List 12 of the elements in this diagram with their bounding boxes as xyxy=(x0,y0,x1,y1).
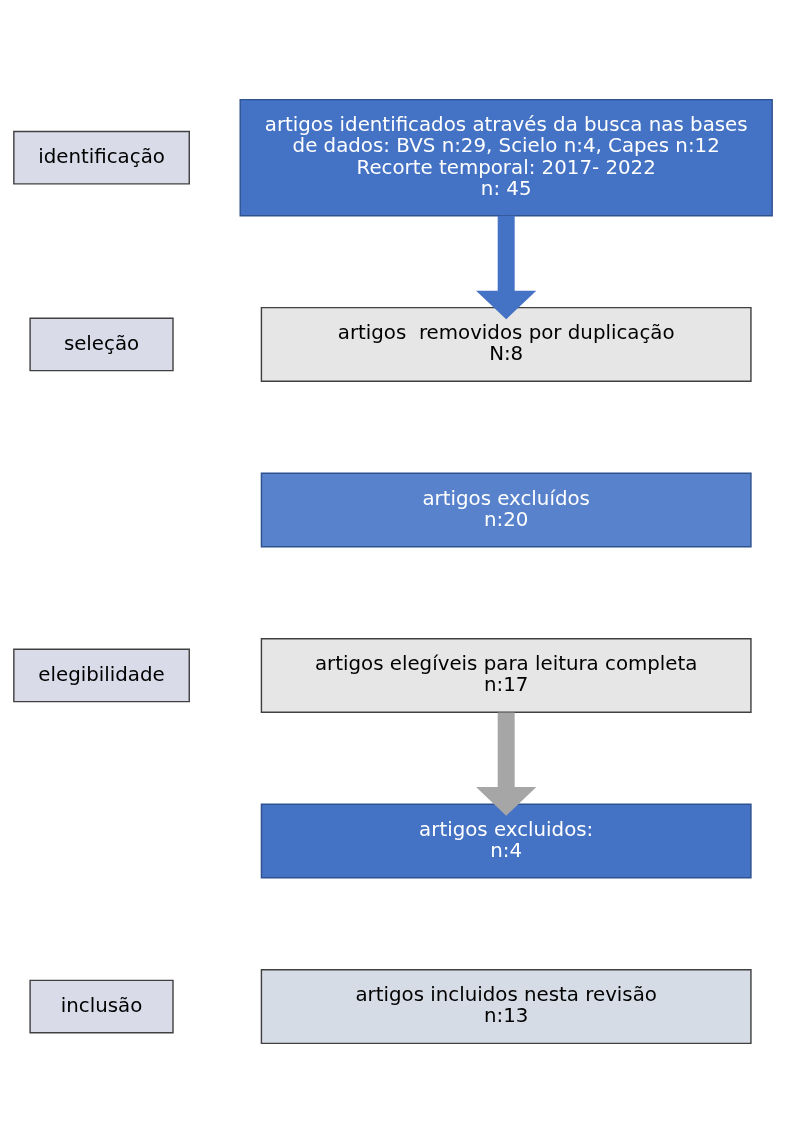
node-box: artigos removidos por duplicação N:8 xyxy=(260,306,752,382)
arrow xyxy=(476,215,537,319)
node-box: artigos excluídos n:20 xyxy=(260,471,752,547)
node-box: identificação xyxy=(13,130,190,185)
node-box: seleção xyxy=(29,317,174,371)
arrow xyxy=(476,712,537,816)
node-box: artigos identificados através da busca nas bases de dados: BVS n:29, Scielo n:4, Capes n:12 Recorte temporal: 2017- 2022 n: 45 xyxy=(239,98,773,216)
node-box: elegibilidade xyxy=(13,648,190,702)
node-box: artigos elegíveis para leitura completa n:17 xyxy=(260,637,752,713)
node-box: inclusão xyxy=(29,979,174,1033)
node-box: artigos incluidos nesta revisão n:13 xyxy=(260,968,752,1044)
node-box: artigos excluidos: n:4 xyxy=(260,803,752,878)
